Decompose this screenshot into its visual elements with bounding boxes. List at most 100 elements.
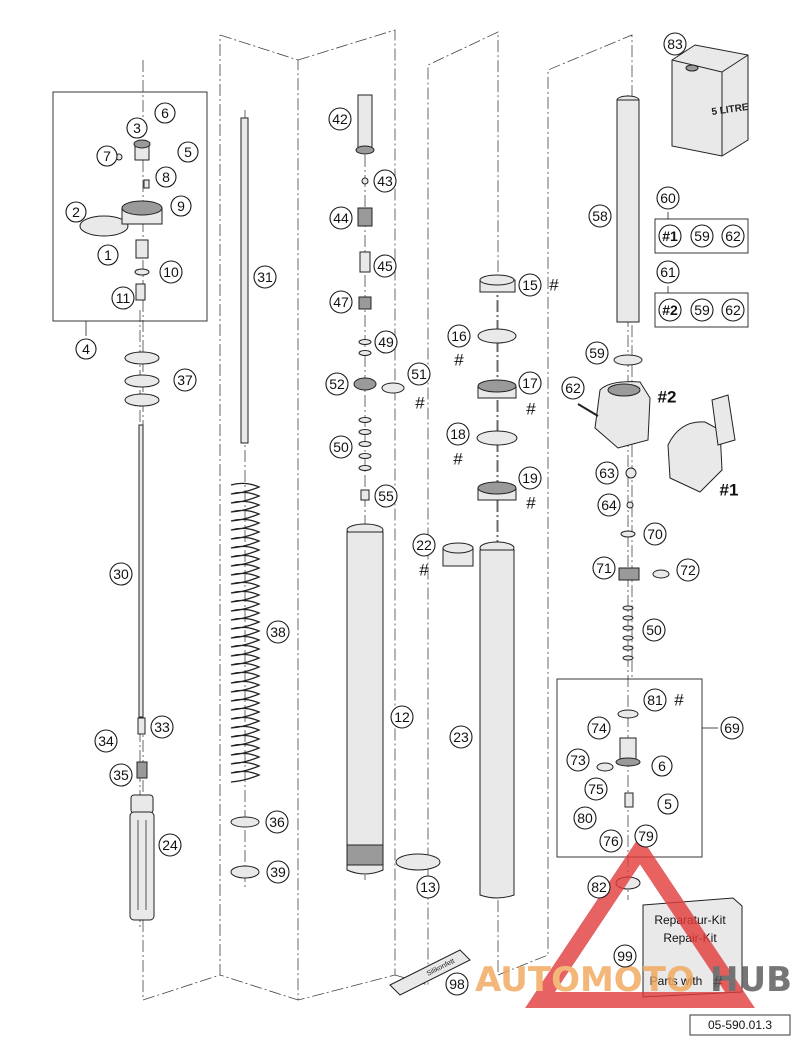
callout-circle [643,688,667,712]
callout-number: 34 [98,733,114,749]
callout-23: 23 [449,725,473,749]
callout-number: 22 [416,537,432,553]
center-axes [139,95,629,930]
callout-circle [595,461,619,485]
callout-circle [111,286,135,310]
callout-number: 73 [570,752,586,768]
kit-hash: # [713,973,723,992]
callout-number: 55 [378,488,394,504]
variant-tag: #1 [720,481,739,500]
callout-18: 18 [446,422,470,446]
callout-number: 50 [333,439,349,455]
callout-number: 63 [599,465,615,481]
variant-tag: #2 [658,388,677,407]
variant-2-box [654,292,749,328]
callout-circle [97,244,119,266]
callout-15: 15 [518,273,542,297]
callout-number: 72 [680,562,696,578]
callout-59: 59 [585,341,609,365]
callout-number: 37 [177,372,193,388]
callout-4: 4 [75,338,97,360]
callout-number: 1 [104,247,112,263]
callout-number: 39 [270,864,286,880]
callout-number: 6 [161,105,169,121]
oil-canister: 5 LITRE [671,44,750,157]
callout-circle [656,186,680,210]
kit-parts-with: Parts with [650,974,703,988]
callout-71: 71 [592,556,616,580]
callout-circle [390,705,414,729]
callout-circle [518,371,542,395]
callout-circle [94,729,118,753]
callout-62: 62 [721,224,745,248]
callout-number: 79 [638,828,654,844]
callout-circle [588,204,612,228]
callout-circle [416,875,440,899]
callout-number: 59 [694,228,710,244]
callout-circle [373,169,397,193]
callout-circle [329,206,353,230]
inner-tube [479,541,515,899]
callout-83: 83 [663,32,687,56]
callout-37: 37 [173,368,197,392]
callout-11: 11 [111,286,135,310]
callout-circle [374,330,398,354]
callout-34: 34 [94,729,118,753]
callout-19: 19 [518,466,542,490]
callout-number: 18 [450,426,466,442]
callout-7: 7 [96,145,118,167]
callout-52: 52 [325,372,349,396]
callout-number: #2 [662,302,678,318]
callout-5: 5 [177,141,199,163]
callout-79: 79 [634,824,658,848]
callout-circle [449,725,473,749]
callout-circle [585,341,609,365]
callout-number: 74 [591,720,607,736]
callout-circle [374,484,398,508]
callout-layer: 1234567891011121315161718192223243031333… [65,32,745,996]
callout-59: 59 [690,224,714,248]
cartridge-rod [129,424,155,921]
callout-number: 59 [589,345,605,361]
callout-number: 3 [133,120,141,136]
callout-number: 60 [660,190,676,206]
callout-circle [643,522,667,546]
callout-9: 9 [170,195,192,217]
callout-38: 38 [266,620,290,644]
callout-circle [597,493,621,517]
callout-number: 69 [724,720,740,736]
callout-number: 33 [154,719,170,735]
callout-64: 64 [597,493,621,517]
callout-number: 36 [269,814,285,830]
callout-6: 6 [154,102,176,124]
callout-circle [613,944,637,968]
callout-number: 58 [592,208,608,224]
canister-label: 5 LITRE [711,102,750,118]
callout-circle [265,810,289,834]
damper-parts [353,94,405,501]
callout-number: 17 [522,375,538,391]
outer-tube [346,523,441,875]
callout-74: 74 [587,716,611,740]
callout-number: 61 [660,264,676,280]
axle-clamps [577,381,736,493]
callout-number: 50 [646,622,662,638]
callout-99: 99 [613,944,637,968]
callout-circle [159,260,183,284]
callout-1: 1 [97,244,119,266]
callout-circle [656,260,680,284]
callout-circle [690,298,714,322]
callout-circle [407,362,431,386]
callout-2: 2 [65,201,87,223]
callout-circle [266,620,290,644]
callout-circle [584,777,608,801]
callout-number: 82 [591,879,607,895]
callout-number: 43 [377,173,393,189]
hash-mark: # [549,276,559,295]
callout-number: 38 [270,624,286,640]
callout-circle [587,875,611,899]
callout-number: 2 [72,204,80,220]
callout-circle [592,556,616,580]
callout-13: 13 [416,875,440,899]
callout-number: 7 [103,148,111,164]
